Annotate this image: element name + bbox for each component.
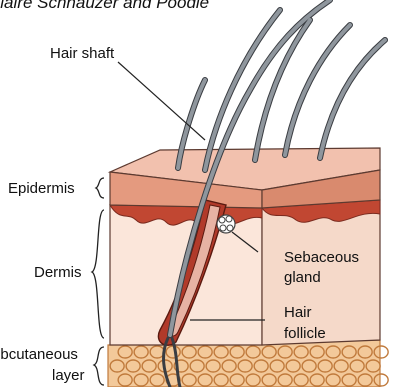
subcutaneous-brace: [94, 347, 104, 385]
dermis-brace: [92, 210, 104, 338]
sebaceous-gland: [217, 215, 235, 233]
label-sebaceous-2: gland: [284, 269, 321, 286]
label-subcutaneous-1: Subcutaneous: [0, 346, 78, 363]
label-dermis: Dermis: [34, 264, 82, 281]
label-epidermis: Epidermis: [8, 180, 75, 197]
epidermis: [110, 148, 380, 208]
label-hair-shaft: Hair shaft: [50, 45, 115, 62]
diagram-title: Claire Schnauzer and Poodle: [0, 0, 209, 12]
dermis-block: [110, 200, 380, 345]
epidermis-brace: [96, 178, 104, 198]
label-follicle-2: follicle: [284, 325, 326, 342]
label-follicle-1: Hair: [284, 304, 312, 321]
braces: [92, 178, 104, 385]
subcutaneous-fat: [108, 340, 388, 387]
label-subcutaneous-2: layer: [52, 367, 85, 384]
label-sebaceous-1: Sebaceous: [284, 249, 359, 266]
